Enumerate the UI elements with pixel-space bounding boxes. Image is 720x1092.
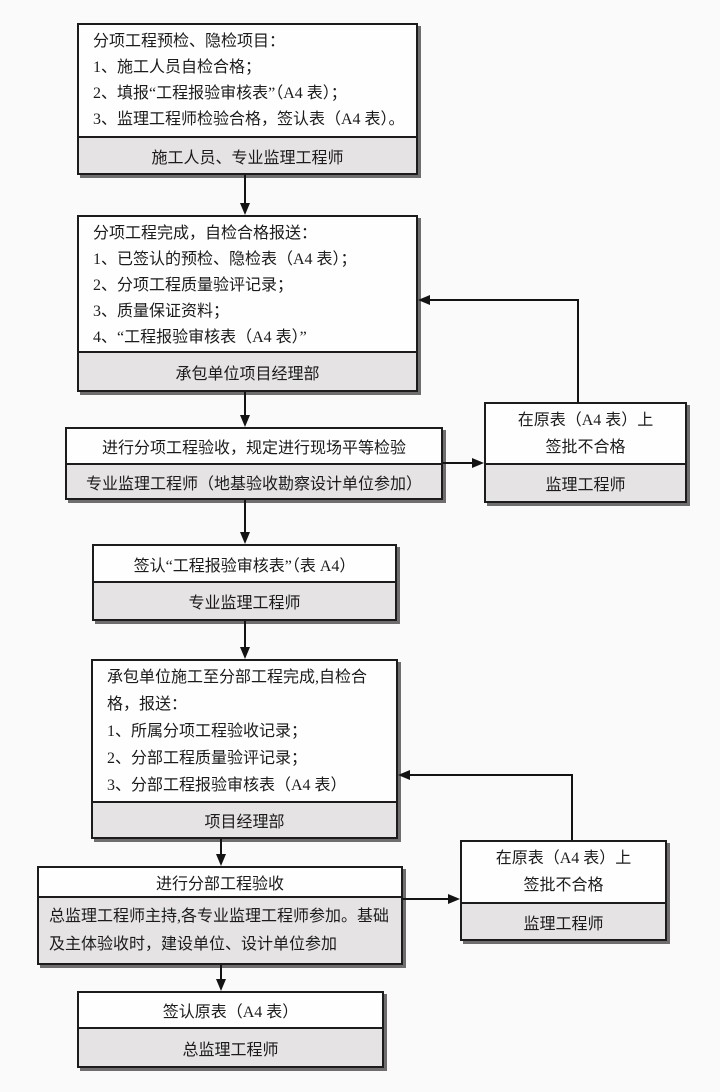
arrowhead-right-icon — [472, 458, 484, 468]
box-sign-original-form-title: 签认原表（A4 表） — [162, 1004, 299, 1021]
connector-line — [410, 774, 573, 776]
box-subitem-completion-report-body: 分项工程完成，自检合格报送： 1、已签认的预检、隐检表（A4 表）； 2、分项工… — [79, 217, 416, 351]
arrowhead-down-icon — [216, 854, 226, 866]
connector-line — [571, 775, 573, 840]
connector-line — [220, 965, 222, 980]
text-line: 2、分项工程质量验评记录； — [93, 277, 294, 294]
responsible-party-label: 总监理工程师主持,各专业监理工程师参加。基础及主体验收时，建设单位、设计单位参加 — [39, 896, 401, 963]
arrowhead-down-icon — [240, 203, 250, 215]
text-line: 分项工程完成，自检合格报送： — [93, 225, 318, 242]
connector-line — [430, 299, 579, 301]
arrowhead-left-icon — [418, 295, 430, 305]
text-line: 4、“工程报验审核表（A4 表）” — [93, 329, 307, 346]
text-line: 1、施工人员自检合格； — [93, 59, 262, 76]
box-subitem-acceptance: 进行分项工程验收，规定进行现场平等检验 专业监理工程师（地基验收勘察设计单位参加… — [65, 427, 443, 500]
text-line: 1、所属分项工程验收记录； — [107, 723, 308, 740]
box-division-acceptance-title: 进行分部工程验收 — [155, 876, 284, 893]
responsible-party-label: 专业监理工程师（地基验收勘察设计单位参加） — [67, 463, 441, 498]
text-line: 承包单位施工至分部工程完成,自检合格，报送： — [107, 669, 368, 713]
box-reject-sign-subitem-body: 在原表（A4 表）上 签批不合格 — [486, 404, 685, 463]
box-division-completion-report: 承包单位施工至分部工程完成,自检合格，报送： 1、所属分项工程验收记录； 2、分… — [91, 659, 398, 839]
box-subitem-completion-report: 分项工程完成，自检合格报送： 1、已签认的预检、隐检表（A4 表）； 2、分项工… — [77, 215, 418, 392]
arrowhead-right-icon — [448, 894, 460, 904]
connector-line — [220, 839, 222, 855]
text-line: 分项工程预检、隐检项目： — [93, 33, 286, 50]
text-line: 2、填报“工程报验审核表”（A4 表）； — [93, 85, 347, 102]
text-line: 3、分部工程报验审核表（A4 表） — [107, 777, 347, 794]
box-subitem-preinspection-body: 分项工程预检、隐检项目： 1、施工人员自检合格； 2、填报“工程报验审核表”（A… — [79, 25, 416, 136]
box-subitem-acceptance-title: 进行分项工程验收，规定进行现场平等检验 — [101, 440, 406, 457]
connector-line — [244, 500, 246, 533]
responsible-party-label: 承包单位项目经理部 — [79, 351, 416, 390]
connector-line — [244, 621, 246, 648]
box-reject-sign-division-body: 在原表（A4 表）上 签批不合格 — [462, 842, 665, 902]
connector-line — [577, 300, 579, 402]
responsible-party-label: 监理工程师 — [462, 902, 665, 939]
connector-line — [443, 462, 473, 464]
arrowhead-down-icon — [240, 647, 250, 659]
text-line: 3、监理工程师检验合格，签认表（A4 表）。 — [93, 111, 405, 128]
arrowhead-down-icon — [240, 415, 250, 427]
responsible-party-label: 总监理工程师 — [79, 1027, 382, 1066]
connector-line — [244, 175, 246, 205]
arrowhead-left-icon — [398, 770, 410, 780]
responsible-party-label: 监理工程师 — [486, 463, 685, 501]
box-reject-sign-subitem: 在原表（A4 表）上 签批不合格 监理工程师 — [484, 402, 687, 503]
box-reject-sign-division: 在原表（A4 表）上 签批不合格 监理工程师 — [460, 840, 667, 941]
text-line: 2、分部工程质量验评记录； — [107, 750, 308, 767]
text-line: 在原表（A4 表）上 — [495, 850, 632, 867]
connector-line — [244, 392, 246, 416]
text-line: 签批不合格 — [523, 877, 604, 894]
arrowhead-down-icon — [216, 979, 226, 991]
arrowhead-down-icon — [240, 532, 250, 544]
text-line: 在原表（A4 表）上 — [517, 411, 654, 429]
box-sign-review-form: 签认“工程报验审核表”（表 A4） 专业监理工程师 — [92, 544, 397, 621]
box-sign-review-form-title: 签认“工程报验审核表”（表 A4） — [133, 557, 356, 575]
box-division-acceptance: 进行分部工程验收 总监理工程师主持,各专业监理工程师参加。基础及主体验收时，建设… — [37, 866, 403, 965]
connector-line — [403, 898, 449, 900]
responsible-party-label: 施工人员、专业监理工程师 — [79, 136, 416, 173]
box-sign-original-form: 签认原表（A4 表） 总监理工程师 — [77, 991, 384, 1068]
box-subitem-preinspection: 分项工程预检、隐检项目： 1、施工人员自检合格； 2、填报“工程报验审核表”（A… — [77, 23, 418, 175]
text-line: 3、质量保证资料； — [93, 303, 230, 320]
text-line: 签批不合格 — [545, 438, 626, 456]
responsible-party-label: 专业监理工程师 — [94, 581, 395, 619]
responsible-party-label: 项目经理部 — [93, 801, 396, 837]
box-division-completion-report-body: 承包单位施工至分部工程完成,自检合格，报送： 1、所属分项工程验收记录； 2、分… — [93, 661, 396, 801]
text-line: 1、已签认的预检、隐检表（A4 表）； — [93, 251, 357, 268]
